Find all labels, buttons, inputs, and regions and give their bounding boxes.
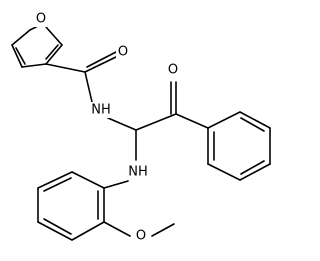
- bond: [239, 111, 271, 129]
- bond: [45, 26, 63, 46]
- atom-label-amide-oxygen: O: [116, 44, 130, 60]
- svg-text:O: O: [136, 229, 146, 244]
- bond: [239, 163, 271, 181]
- bond: [45, 44, 59, 60]
- bond: [71, 171, 105, 189]
- atom-label-ketone-oxygen: O: [166, 62, 180, 78]
- bond: [37, 171, 73, 189]
- chemical-structure-diagram: O O NH O NH O: [11, 11, 271, 244]
- bond: [43, 177, 72, 192]
- bond: [37, 221, 73, 241]
- atom-label-amine-nitrogen: NH: [127, 164, 149, 180]
- svg-text:NH: NH: [128, 165, 148, 180]
- bond: [107, 117, 137, 131]
- bond: [11, 29, 31, 46]
- bond: [103, 180, 129, 189]
- bond: [84, 71, 93, 103]
- amide-group: [45, 51, 137, 131]
- bond: [11, 44, 23, 68]
- atom-label-amide-nitrogen: NH: [90, 102, 112, 118]
- bond: [207, 163, 241, 181]
- bond: [175, 113, 209, 129]
- svg-text:O: O: [118, 45, 128, 60]
- atom-label-furan-oxygen: O: [34, 11, 48, 27]
- bond: [43, 218, 72, 235]
- central-linker: [135, 81, 209, 161]
- svg-text:O: O: [168, 63, 178, 78]
- bond: [135, 113, 177, 131]
- svg-text:NH: NH: [91, 103, 111, 118]
- bond: [21, 63, 47, 68]
- bond: [45, 44, 63, 65]
- atom-label-methoxy-oxygen: O: [134, 228, 148, 244]
- methoxyphenyl-ring: [37, 171, 175, 241]
- bond: [15, 47, 26, 65]
- bond: [86, 51, 117, 68]
- bond: [45, 63, 86, 73]
- bond: [103, 221, 131, 237]
- bond: [240, 117, 265, 132]
- bond: [84, 55, 119, 73]
- svg-text:O: O: [36, 12, 46, 27]
- bond: [207, 111, 241, 129]
- bond: [240, 160, 265, 175]
- furan-ring: [11, 24, 63, 68]
- bond: [151, 223, 175, 237]
- phenyl-ring: [207, 111, 271, 181]
- bond: [71, 221, 105, 241]
